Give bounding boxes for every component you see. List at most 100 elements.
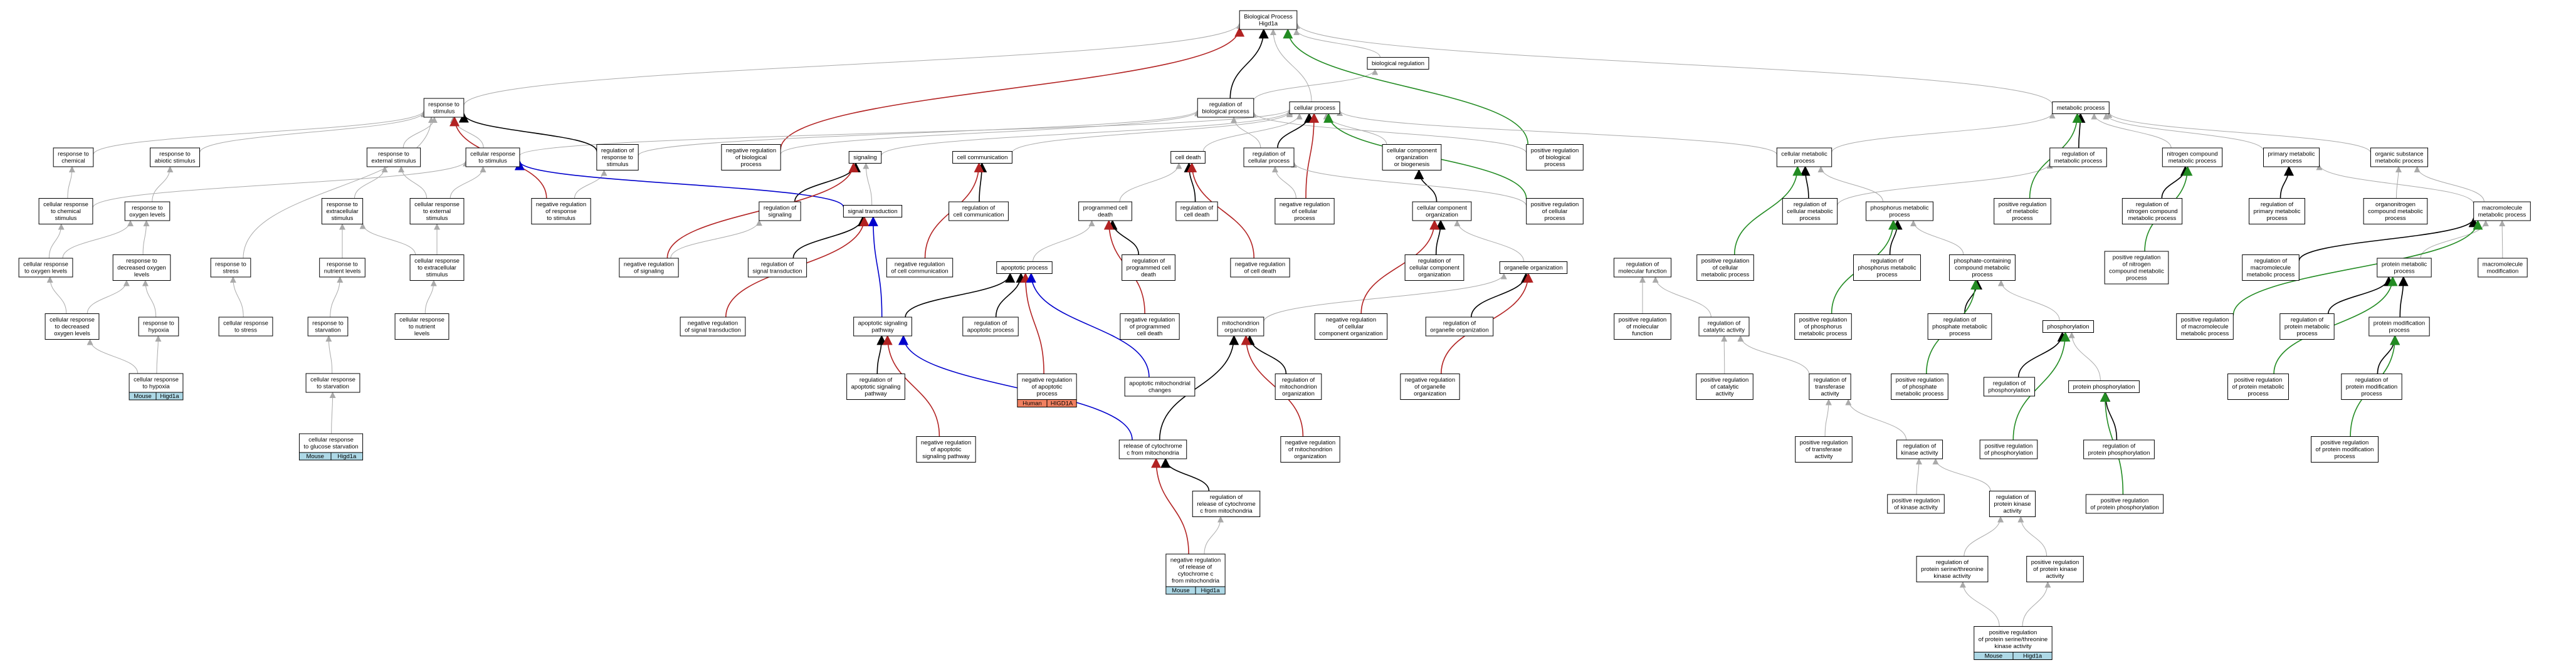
go-node-phosphorylation[interactable]: phosphorylation xyxy=(2042,320,2095,333)
go-node-cell-death[interactable]: cell death xyxy=(1170,151,1206,164)
go-node-sig-trans[interactable]: signal transduction xyxy=(843,205,903,217)
go-node-org-org[interactable]: organelle organization xyxy=(1499,261,1568,274)
go-node-prot-phos[interactable]: protein phosphorylation xyxy=(2068,380,2140,393)
go-node-biolreg[interactable]: biological regulation xyxy=(1367,57,1429,70)
go-node-cell-proc[interactable]: cellular process xyxy=(1289,102,1340,114)
go-node-metab[interactable]: metabolic process xyxy=(2052,102,2110,114)
go-node-cell-comm[interactable]: cell communication xyxy=(952,151,1012,164)
go-node-apop[interactable]: apoptotic process xyxy=(996,261,1053,274)
